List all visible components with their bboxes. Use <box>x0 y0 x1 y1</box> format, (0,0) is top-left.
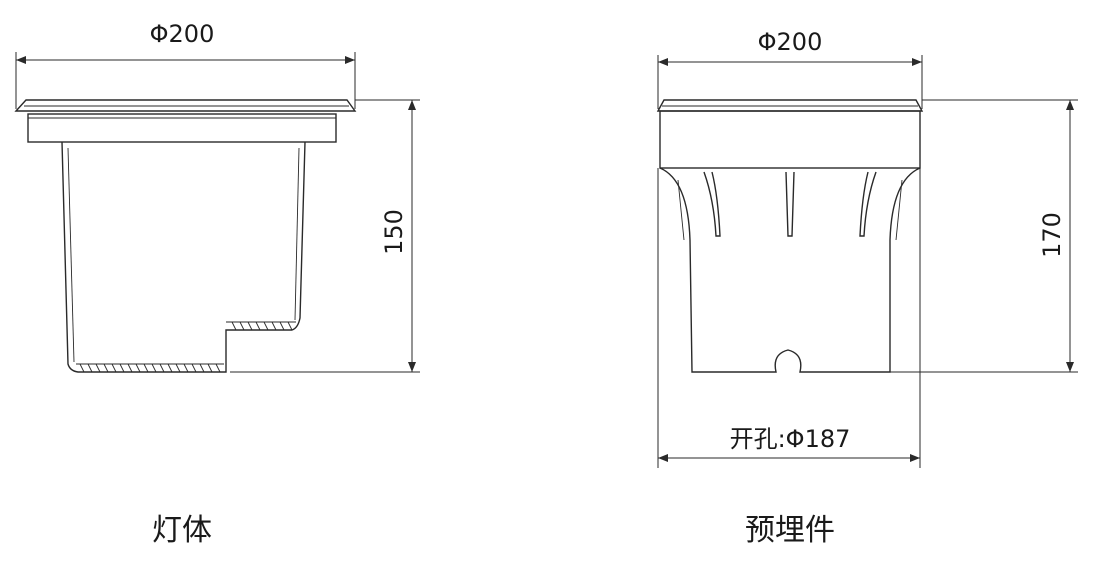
embedded-flange <box>656 99 924 112</box>
lamp-bottom-ribs <box>76 321 296 373</box>
embedded-housing <box>659 167 921 373</box>
embedded-hole-dimension: 开孔:Φ187 <box>657 168 921 468</box>
embedded-diameter-label: Φ200 <box>758 28 823 56</box>
embedded-part-drawing: Φ200 170 开孔:Φ187 预埋件 <box>656 28 1078 548</box>
embedded-hole-label: 开孔:Φ187 <box>730 425 851 453</box>
lamp-body-caption: 灯体 <box>152 513 212 548</box>
lamp-height-dimension: 150 <box>230 99 420 373</box>
embedded-ring <box>659 110 921 169</box>
embedded-height-dimension: 170 <box>890 99 1078 373</box>
lamp-housing <box>61 141 306 373</box>
embedded-diameter-dimension: Φ200 <box>657 28 923 109</box>
lamp-diameter-dimension: Φ200 <box>15 20 356 109</box>
embedded-part-caption: 预埋件 <box>745 513 835 548</box>
embedded-height-label: 170 <box>1038 212 1066 258</box>
lamp-ring <box>27 113 337 143</box>
lamp-body-drawing: Φ200 150 灯体 <box>14 20 420 548</box>
lamp-diameter-label: Φ200 <box>150 20 215 48</box>
lamp-height-label: 150 <box>380 209 408 255</box>
lamp-flange <box>14 99 357 112</box>
embedded-ribs <box>703 171 877 237</box>
